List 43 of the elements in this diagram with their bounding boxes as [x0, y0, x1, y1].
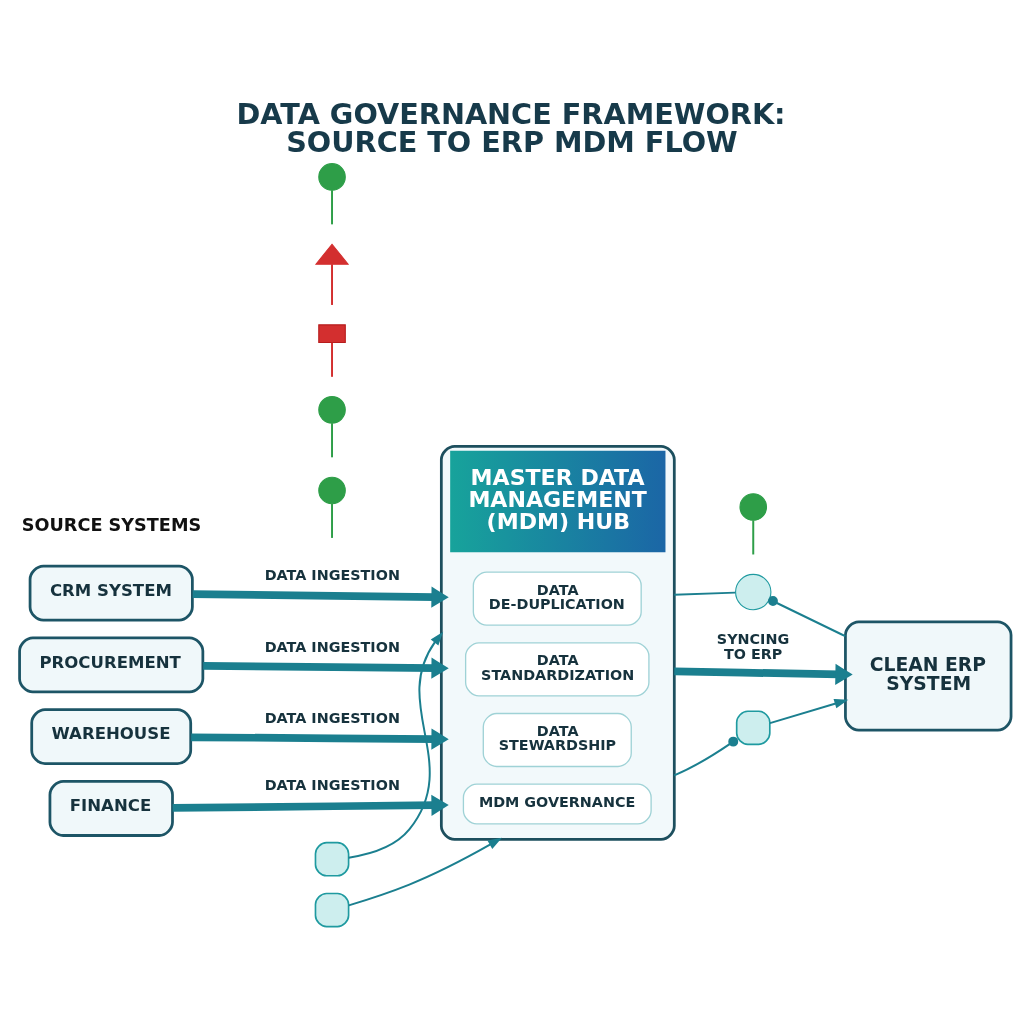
- node-circle: [318, 396, 346, 424]
- connector: [331, 422, 334, 459]
- edge-label: DATA INGESTION: [264, 777, 400, 794]
- arrow: [203, 657, 449, 679]
- arrow: [674, 663, 853, 685]
- edge-label: DATA INGESTION: [264, 639, 400, 656]
- connector: [331, 263, 334, 306]
- connector: [752, 519, 755, 556]
- node-box: DATA STANDARDIZATION: [464, 642, 650, 697]
- connector: [331, 502, 334, 539]
- connector: [673, 591, 737, 596]
- node-box: PROCUREMENT: [18, 636, 205, 694]
- arrow: [347, 631, 444, 859]
- node-box: [314, 841, 350, 877]
- arrow: [769, 698, 849, 725]
- node-box: CLEAN ERP SYSTEM: [844, 620, 1013, 732]
- node-box: DATA DE-DUPLICATION: [472, 571, 642, 626]
- node-box: FINANCE: [48, 780, 174, 837]
- node-circle: [739, 493, 768, 521]
- node-box: [735, 710, 771, 746]
- arrow: [192, 586, 449, 608]
- label: SOURCE SYSTEMS: [21, 515, 202, 536]
- edge-label: SYNCING TO ERP: [716, 631, 790, 662]
- edge-label: DATA INGESTION: [264, 709, 400, 726]
- node-box: DATA STEWARDSHIP: [482, 712, 632, 768]
- node-triangle: [314, 243, 350, 265]
- node-flag: [318, 324, 346, 344]
- arrow: [191, 728, 449, 750]
- node-box: MDM GOVERNANCE: [462, 783, 652, 825]
- node-circle: [735, 573, 772, 611]
- arrow: [172, 794, 449, 816]
- node-box: [314, 892, 350, 928]
- node-box: CRM SYSTEM: [28, 564, 194, 622]
- connector: [331, 189, 334, 226]
- connector: [331, 341, 334, 378]
- connector: [673, 736, 739, 777]
- edge-label: DATA INGESTION: [264, 567, 400, 584]
- node-circle: [318, 476, 346, 505]
- node-box: WAREHOUSE: [30, 708, 193, 766]
- arrow: [347, 837, 502, 907]
- connector: [768, 596, 847, 638]
- node-circle: [318, 163, 346, 191]
- diagram-title: DATA GOVERNANCE FRAMEWORK: SOURCE TO ERP MDM FLOW: [236, 96, 786, 160]
